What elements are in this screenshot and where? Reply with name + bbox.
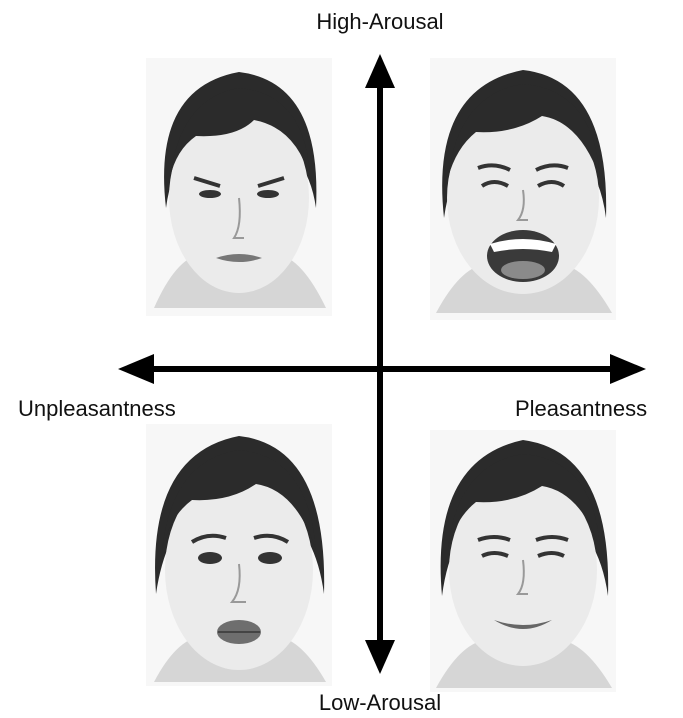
arrow-down-icon <box>365 640 395 674</box>
arrow-left-icon <box>118 354 154 384</box>
arrow-up-icon <box>365 54 395 88</box>
arrow-right-icon <box>610 354 646 384</box>
vertical-arousal-arrow <box>365 54 395 674</box>
